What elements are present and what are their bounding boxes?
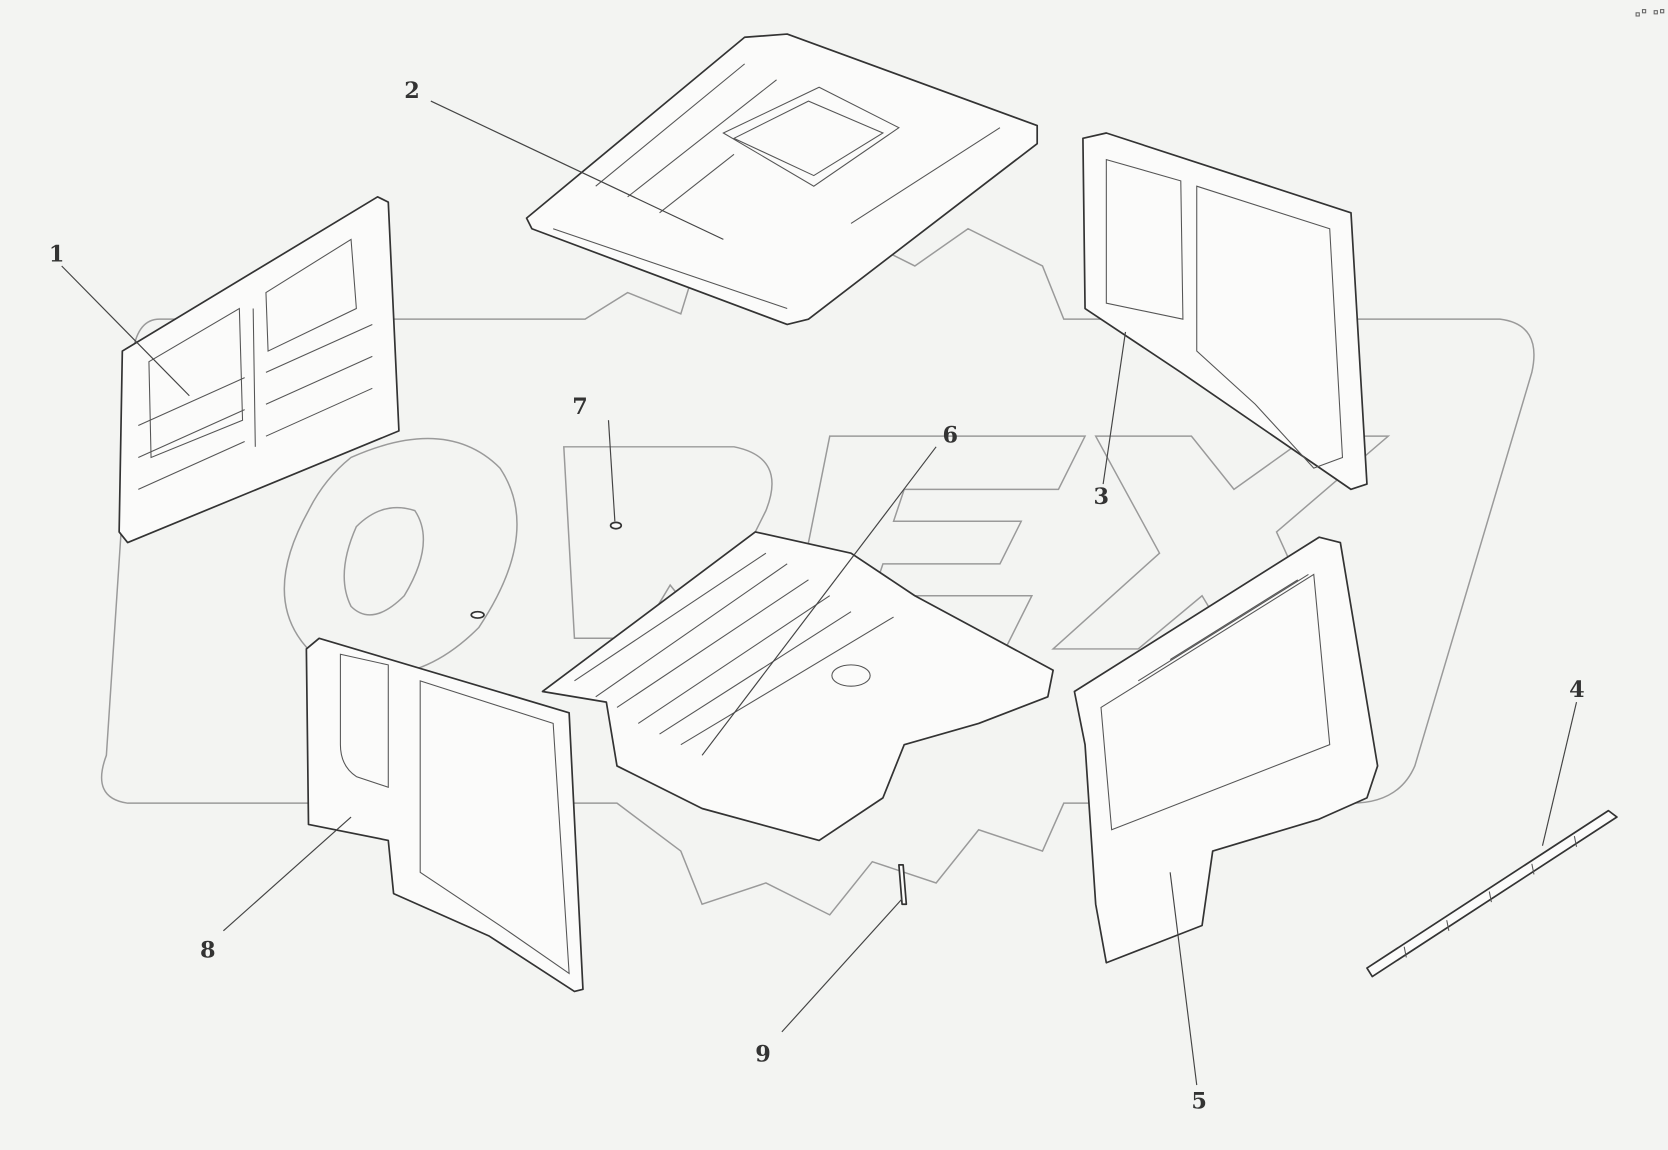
part-8-left-side-frame (305, 637, 584, 993)
callout-6: 6 (943, 423, 959, 449)
part-2-roof (525, 33, 1039, 326)
callout-4: 4 (1569, 677, 1585, 703)
part-7-plug-2 (470, 610, 485, 619)
part-9-strip (898, 864, 908, 906)
callout-9: 9 (755, 1042, 771, 1068)
part-4-rail (1366, 809, 1618, 978)
corner-marks (1635, 9, 1665, 17)
part-5-rear-frame (1073, 536, 1379, 964)
callout-7: 7 (572, 394, 588, 420)
part-3-right-side-frame (1082, 132, 1368, 491)
callout-8: 8 (200, 937, 216, 963)
leader-lines (61, 100, 1578, 1086)
part-7-plug (609, 521, 623, 530)
part-1-rear-panel (118, 195, 400, 544)
callout-1: 1 (49, 242, 65, 268)
callout-3: 3 (1094, 484, 1110, 510)
callout-2: 2 (404, 78, 420, 104)
callout-5: 5 (1191, 1088, 1207, 1114)
part-6-floor (541, 531, 1054, 842)
